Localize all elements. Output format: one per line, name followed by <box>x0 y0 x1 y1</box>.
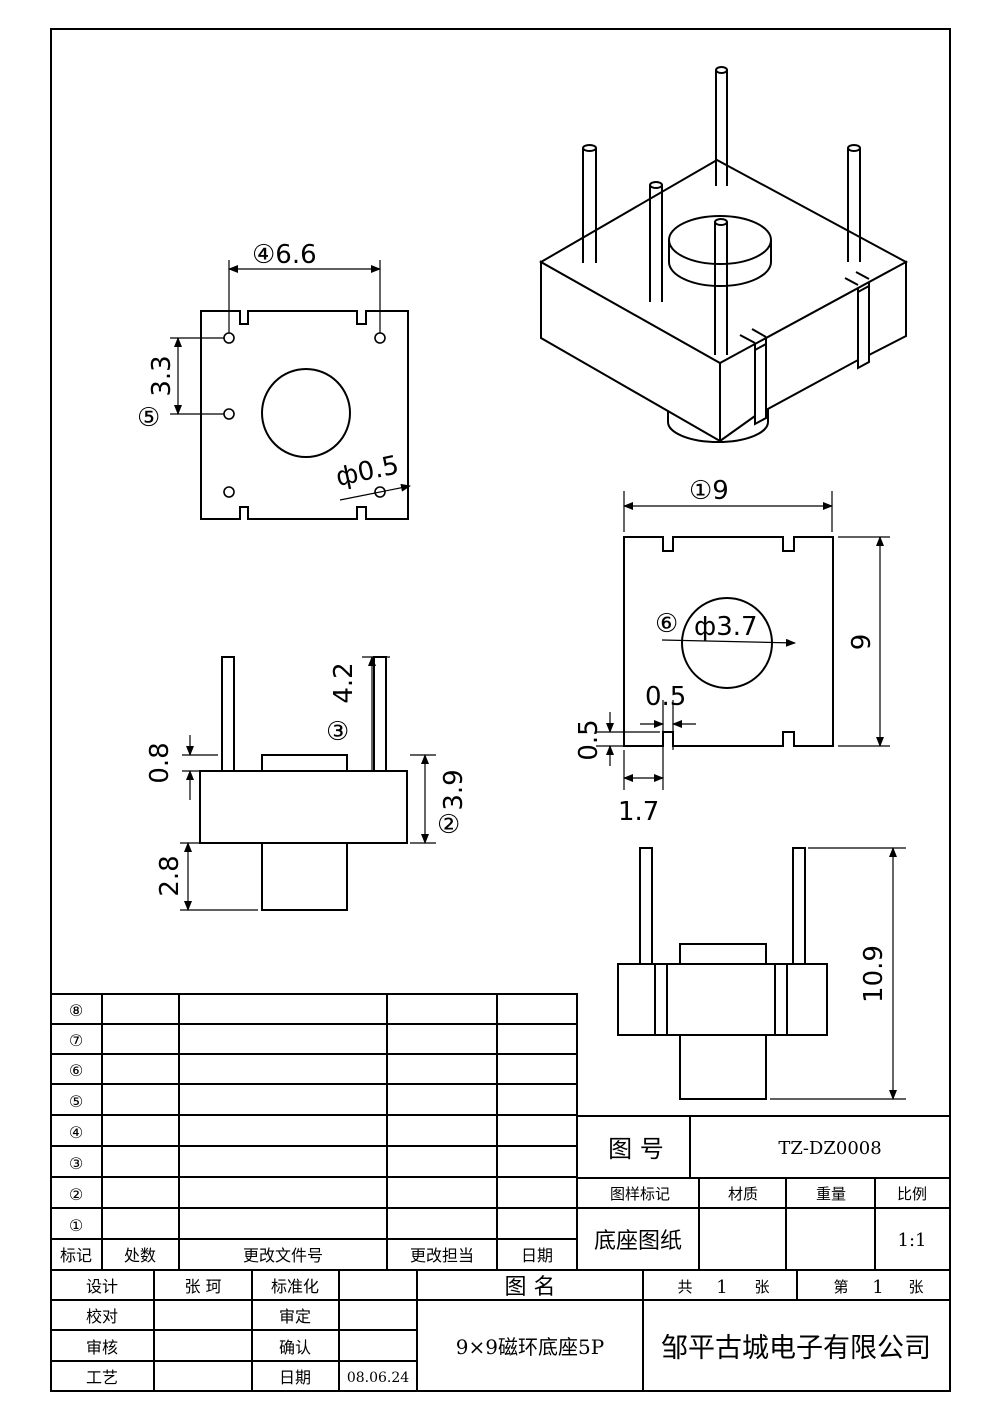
confirm-label: 确认 <box>279 1338 311 1357</box>
side-pin <box>792 847 806 965</box>
total-label: 共 <box>677 1278 692 1296</box>
sample-mark-value: 底座图纸 <box>594 1229 682 1254</box>
side-pin <box>639 847 653 965</box>
revision-header: 标记 <box>60 1246 92 1265</box>
title-block <box>51 1115 950 1391</box>
front-bottom-boss <box>261 842 348 911</box>
revision-marker: ⑧ <box>69 1001 83 1020</box>
sheet-unit: 张 <box>908 1278 923 1296</box>
dim-hole-marker: ⑥ <box>655 609 678 639</box>
revision-marker: ③ <box>69 1154 83 1173</box>
dim-pin-stub: 0.8 <box>145 742 175 783</box>
revision-marker: ⑦ <box>69 1031 83 1050</box>
dim-hole-dia: ф3.7 <box>694 612 758 642</box>
side-body <box>617 963 828 1036</box>
base-view-outline <box>623 536 834 747</box>
dim-slot-depth: 0.5 <box>574 719 604 760</box>
front-pin <box>221 656 235 772</box>
dim-total-height: 10.9 <box>859 945 889 1003</box>
review-label: 审核 <box>86 1338 118 1357</box>
pin-hole <box>374 486 386 498</box>
isometric-view <box>538 66 909 443</box>
date-label: 日期 <box>279 1368 311 1387</box>
side-top-boss <box>679 943 767 965</box>
sample-mark-label: 图样标记 <box>610 1185 670 1203</box>
revision-header: 更改担当 <box>410 1246 474 1265</box>
process-label: 工艺 <box>86 1368 118 1387</box>
revision-marker: ② <box>69 1185 83 1204</box>
dim-side-marker: ⑤ <box>137 403 160 433</box>
scale-label: 比例 <box>897 1185 927 1203</box>
revision-marker: ④ <box>69 1123 83 1142</box>
side-view: 10.9 <box>617 847 906 1100</box>
dim-slot-width: 0.5 <box>645 682 686 712</box>
front-pin <box>373 656 387 772</box>
material-label: 材质 <box>728 1185 758 1203</box>
drawing-border <box>50 28 951 1392</box>
revision-marker: ⑥ <box>69 1061 83 1080</box>
dim-slot-offset: 1.7 <box>618 797 659 827</box>
sheet-unit: 张 <box>754 1278 769 1296</box>
revision-header: 日期 <box>521 1246 553 1265</box>
sheet-no: 1 <box>872 1277 883 1298</box>
sheet-label: 第 <box>833 1278 848 1296</box>
dim-boss-height: 2.8 <box>155 855 185 896</box>
center-hole <box>261 368 351 458</box>
front-view: 4.2 ③ 0.8 3.9 ② 2.8 <box>145 656 469 911</box>
pin-hole <box>374 332 386 344</box>
pin-hole <box>223 486 235 498</box>
company-name: 邹平古城电子有限公司 <box>661 1333 931 1364</box>
front-top-boss <box>261 754 348 772</box>
dim-base-width: ①9 <box>689 476 729 506</box>
scale-value: 1:1 <box>898 1230 927 1251</box>
dim-body-marker: ② <box>437 810 460 840</box>
check-label: 校对 <box>86 1307 118 1326</box>
front-body <box>199 770 408 844</box>
top-view-outline <box>200 310 409 520</box>
revision-marker: ⑤ <box>69 1092 83 1111</box>
designer: 张 珂 <box>184 1277 221 1296</box>
side-bottom-boss <box>679 1034 767 1100</box>
drawing-name: 9×9磁环底座5P <box>456 1335 604 1359</box>
title-block-text: 图 号 TZ-DZ0008 图样标记 材质 重量 比例 底座图纸 1:1 设计 … <box>86 1135 931 1387</box>
drawing-name-label: 图 名 <box>505 1275 556 1300</box>
revision-marker: ① <box>69 1216 83 1235</box>
drawing-no-label: 图 号 <box>608 1135 664 1163</box>
pin-hole <box>223 332 235 344</box>
dim-side-spacing: 3.3 <box>147 355 177 396</box>
dim-body-height: 3.9 <box>439 769 469 810</box>
design-label: 设计 <box>86 1277 118 1296</box>
total-count: 1 <box>716 1277 727 1298</box>
dim-base-height: 9 <box>847 634 877 651</box>
dim-pin-length: 4.2 <box>329 662 359 703</box>
top-view: ④6.6 3.3 ⑤ ф0.5 <box>137 240 411 520</box>
drawing-no: TZ-DZ0008 <box>778 1138 881 1159</box>
base-view: ①9 9 ⑥ ф3.7 0.5 0.5 1.7 <box>574 476 890 827</box>
revision-row-markers: ⑧ ⑦ ⑥ ⑤ ④ ③ ② ① <box>69 1001 83 1235</box>
revision-headers: 标记 处数 更改文件号 更改担当 日期 <box>60 1246 553 1265</box>
revision-header: 更改文件号 <box>243 1246 323 1265</box>
date-value: 08.06.24 <box>347 1370 409 1386</box>
weight-label: 重量 <box>816 1185 846 1203</box>
revision-header: 处数 <box>124 1246 156 1265</box>
approve-label: 审定 <box>279 1307 311 1326</box>
standardize-label: 标准化 <box>271 1277 319 1296</box>
dim-pin-marker: ③ <box>326 717 349 747</box>
dim-pin-spacing: ④6.6 <box>252 240 317 270</box>
dim-pin-dia: ф0.5 <box>333 450 401 493</box>
pin-hole <box>223 408 235 420</box>
